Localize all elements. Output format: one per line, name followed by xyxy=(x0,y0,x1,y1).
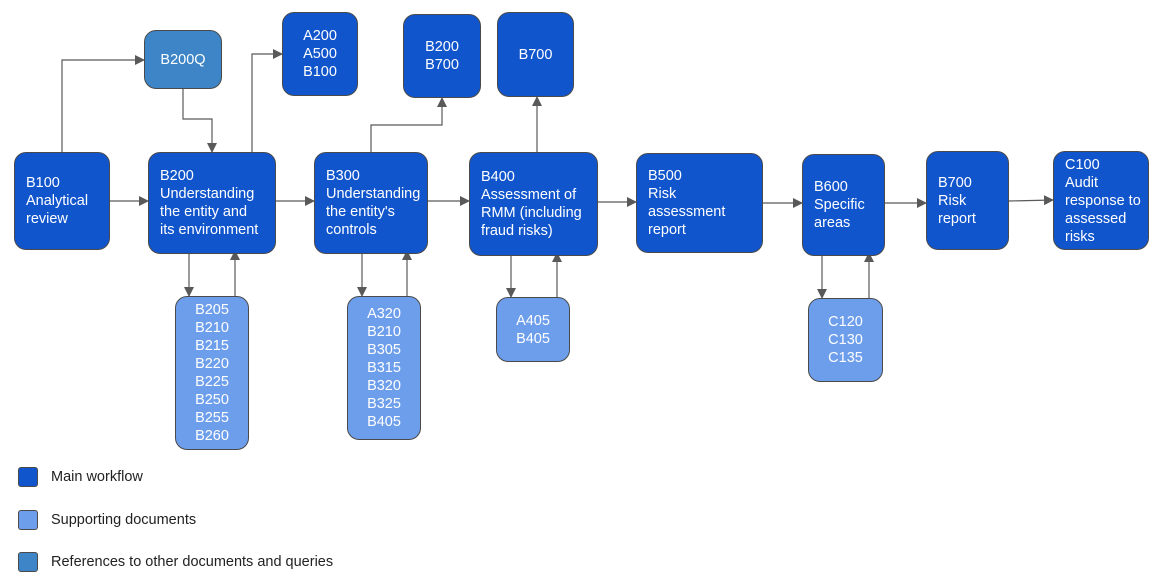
arrow-b200-ref xyxy=(251,49,283,152)
node-text-line: Risk xyxy=(648,186,677,202)
node-text-line: assessment xyxy=(648,204,726,220)
node-text-line: B100 xyxy=(303,64,337,80)
node-text-line: areas xyxy=(814,215,851,231)
node-text-line: A405 xyxy=(516,312,550,329)
node-text-line: B305 xyxy=(367,342,401,358)
arrow-b300-ref xyxy=(370,97,447,152)
arrow-b100-b200q xyxy=(61,55,145,152)
node-text-line: B315 xyxy=(367,360,401,376)
node-text-line: B215 xyxy=(195,338,229,354)
node-text-line: B200 xyxy=(160,168,194,184)
node-text-line: B100 xyxy=(26,175,60,191)
node-text-line: its environment xyxy=(160,222,259,238)
node-text-line: B255 xyxy=(195,410,229,426)
node-text-line: risks xyxy=(1065,228,1095,245)
node-text-line: B325 xyxy=(367,396,401,412)
node-text-line: assessed xyxy=(1065,210,1127,227)
node-text-line: Analytical xyxy=(26,193,89,209)
node-text-line: B260 xyxy=(195,428,229,444)
node-text-line: A320 xyxy=(367,306,401,322)
node-text-line: B405 xyxy=(516,330,550,347)
node-text-line: fraud risks) xyxy=(481,223,553,239)
node-text-line: A500 xyxy=(303,46,337,62)
node-text-line: C135 xyxy=(828,350,863,366)
node-text-line: Understanding xyxy=(326,186,421,202)
node-text-line: report xyxy=(938,210,976,227)
legend-label-main: Main workflow xyxy=(51,469,143,485)
node-text-line: B405 xyxy=(367,414,401,430)
node-text-line: B200Q xyxy=(160,51,206,68)
legend-label-ref: References to other documents and querie… xyxy=(51,554,334,570)
legend-swatch-ref xyxy=(18,552,38,572)
node-text-line: the entity's xyxy=(326,204,395,220)
node-text-line: B320 xyxy=(367,378,401,394)
arrow-b200q-b200 xyxy=(182,89,217,153)
legend-swatch-support xyxy=(18,510,38,530)
node-text-line: B600 xyxy=(814,179,848,195)
node-text-line: C100 xyxy=(1065,156,1100,173)
node-ref-b700: B700 xyxy=(497,12,574,97)
node-text-line: B220 xyxy=(195,356,229,372)
node-text-line: Specific xyxy=(814,197,865,213)
node-text-line: B300 xyxy=(326,168,360,184)
node-text-line: B700 xyxy=(938,174,972,191)
node-text-line: B250 xyxy=(195,392,229,408)
node-text-line: B205 xyxy=(195,302,229,318)
node-text-line: B200 xyxy=(425,39,459,55)
node-text-line: C120 xyxy=(828,314,863,330)
node-text-line: Understanding xyxy=(160,186,255,202)
node-text-line: response to xyxy=(1065,192,1141,209)
legend-label-support: Supporting documents xyxy=(51,512,197,528)
node-text-line: Audit xyxy=(1065,174,1099,191)
node-text-line: review xyxy=(26,211,68,227)
node-text-line: B225 xyxy=(195,374,229,390)
node-b200q: B200Q xyxy=(144,30,222,89)
node-text-line: report xyxy=(648,222,686,238)
arrow-b700-c100 xyxy=(1008,195,1054,206)
node-text-line: B500 xyxy=(648,168,682,184)
node-text-line: controls xyxy=(326,222,377,238)
node-text-line: B210 xyxy=(367,324,401,340)
node-text-line: C130 xyxy=(828,332,863,348)
node-text-line: B700 xyxy=(425,57,459,73)
node-text-line: RMM (including xyxy=(481,205,582,221)
node-text-line: B210 xyxy=(195,320,229,336)
node-text-line: Risk xyxy=(938,192,967,209)
node-text-line: Assessment of xyxy=(481,187,577,203)
node-text-line: B400 xyxy=(481,169,515,185)
node-text-line: B700 xyxy=(518,46,553,63)
node-text-line: the entity and xyxy=(160,204,248,220)
node-text-line: A200 xyxy=(303,28,337,44)
legend-swatch-main xyxy=(18,467,38,487)
